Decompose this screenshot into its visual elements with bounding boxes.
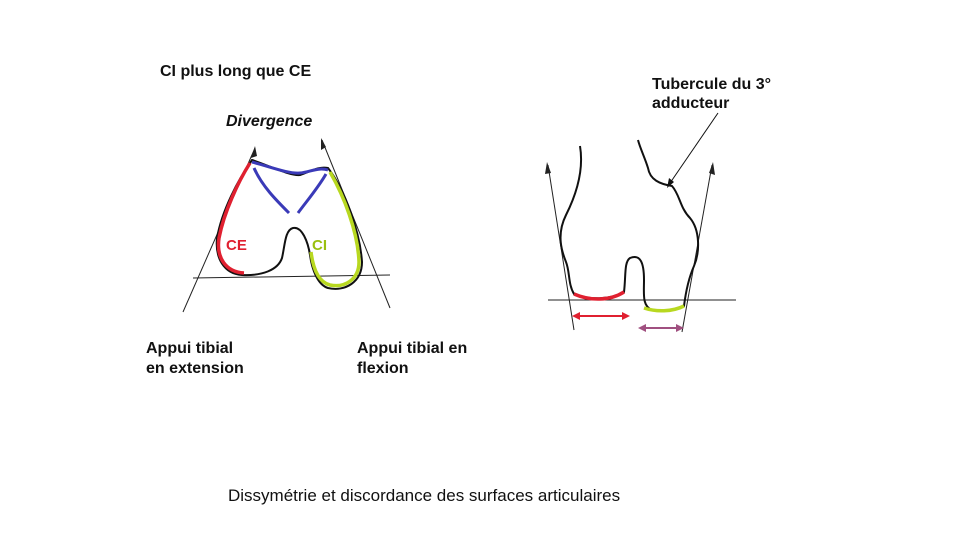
- extension-label-line2: en extension: [146, 360, 244, 377]
- intercondylar-line-left: [252, 167, 291, 215]
- right-diagram-right-arrowhead: [709, 162, 715, 175]
- slide-caption: Dissymétrie et discordance des surfaces …: [228, 486, 621, 505]
- right-axis-line: [321, 139, 391, 309]
- right-diagram-left-arrowhead: [545, 162, 551, 174]
- left-axis-arrowhead: [251, 146, 257, 158]
- ce-width-arrowhead-left: [572, 312, 580, 320]
- tubercle-pointer-arrowhead: [667, 178, 674, 188]
- ci-width-arrowhead-left: [638, 324, 646, 332]
- ce-label: CE: [226, 237, 247, 254]
- intercondylar-ridge-blue: [251, 160, 329, 175]
- femur-outline: [559, 139, 700, 312]
- flexion-label-line1: Appui tibial en: [357, 340, 468, 357]
- ci-label: CI: [312, 237, 327, 254]
- extension-label-line1: Appui tibial: [146, 340, 234, 357]
- tubercle-label-line1: Tubercule du 3°: [652, 76, 772, 93]
- ce-surface-red: [216, 162, 252, 275]
- divergence-label: Divergence: [226, 113, 313, 130]
- intercondylar-line-right: [296, 173, 328, 214]
- ce-width-arrowhead-right: [622, 312, 630, 320]
- flexion-label-line2: flexion: [357, 360, 409, 377]
- right-axis-arrowhead: [321, 138, 326, 150]
- femur-ce-surface-red: [573, 290, 625, 301]
- right-diagram-right-axis: [681, 164, 713, 333]
- femur-ci-surface-green: [643, 304, 685, 313]
- tubercle-pointer-line: [667, 112, 719, 187]
- ci-surface-green: [309, 171, 361, 288]
- ci-width-arrowhead-right: [676, 324, 684, 332]
- tubercle-label-line2: adducteur: [652, 95, 730, 112]
- left-title: CI plus long que CE: [160, 63, 312, 80]
